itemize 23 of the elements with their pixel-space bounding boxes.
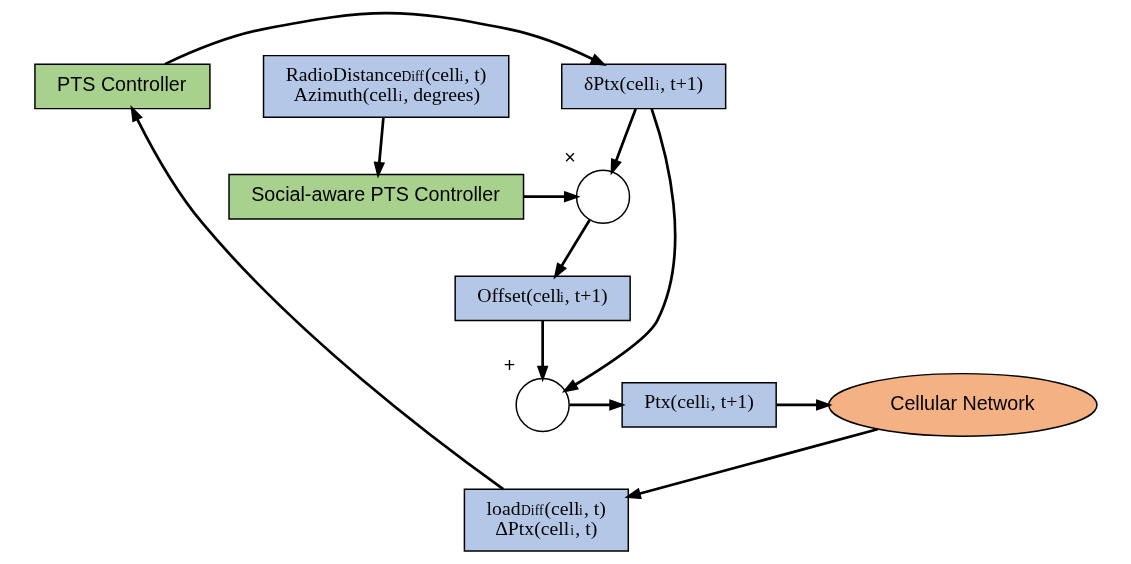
- node-box: RadioDistanceDiff(celli, t) Azimuth(celli, degrees): [262, 54, 509, 118]
- arrow: [536, 320, 548, 383]
- node-box: Social-aware PTS Controller: [227, 173, 524, 220]
- arrow: [775, 399, 833, 411]
- node-box: Offset(celli, t+1): [453, 275, 631, 322]
- arrow: [129, 105, 504, 491]
- arrow: [373, 117, 385, 179]
- arrow: [561, 108, 676, 393]
- node-circle: [514, 377, 570, 433]
- node-ellipse: Cellular Network: [827, 372, 1098, 437]
- node-label: +: [503, 354, 515, 377]
- node-circle: [575, 169, 630, 224]
- arrow: [623, 427, 878, 500]
- arrow: [610, 108, 637, 176]
- arrow: [552, 219, 591, 280]
- arrow: [523, 190, 580, 203]
- node-box: δPtx(celli, t+1): [560, 63, 726, 110]
- node-box: loadDiff(celli, t) ΔPtx(celli, t): [463, 488, 629, 552]
- node-box: PTS Controller: [33, 63, 211, 110]
- node-box: Ptx(celli, t+1): [620, 382, 777, 428]
- arrow: [163, 11, 607, 66]
- node-label: ×: [563, 145, 576, 168]
- arrow: [569, 399, 626, 411]
